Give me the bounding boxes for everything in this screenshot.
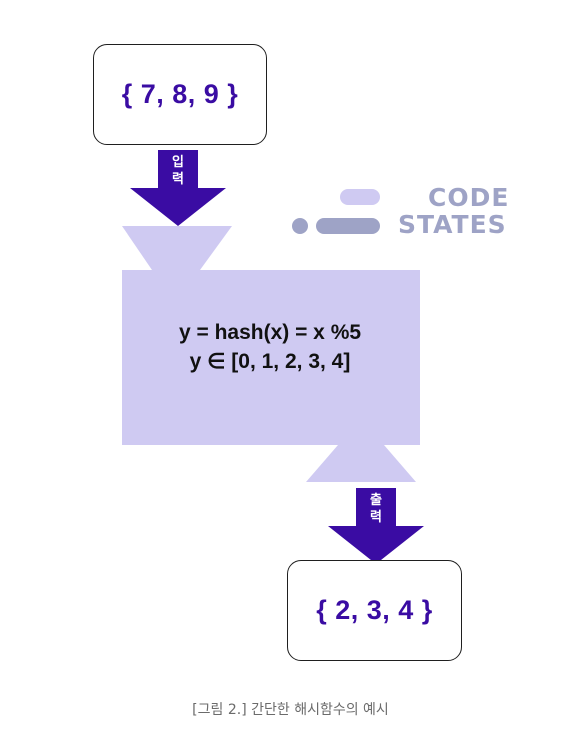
input-arrow-label: 입 력 [168,154,188,188]
input-arrow-label-text: 입 력 [172,155,184,187]
output-arrow-label-text: 출 력 [370,493,382,525]
logo-word-code: CODE [428,183,510,212]
logo-word-states: STATES [398,210,507,239]
output-arrow-icon [328,488,424,564]
figure-caption: [그림 2.] 간단한 해시함수의 예시 [192,702,389,718]
hash-function-diagram: { 7, 8, 9 } 입 력 y = hash(x) = x %5 y ∈ [… [93,44,518,661]
output-set-text: { 2, 3, 4 } [316,595,433,625]
input-arrow-icon [130,150,226,226]
codestates-logo: CODE STATES [288,185,518,241]
formula-line-2: y ∈ [0, 1, 2, 3, 4] [189,350,351,373]
formula-line-1: y = hash(x) = x %5 [178,321,362,344]
input-set-box: { 7, 8, 9 } [93,44,267,145]
output-arrow-label: 출 력 [366,492,386,526]
hash-machine-shape [122,226,420,482]
output-set-box: { 2, 3, 4 } [287,560,462,661]
logo-mark-icon [292,189,380,234]
input-set-text: { 7, 8, 9 } [121,79,239,109]
hash-formula: y = hash(x) = x %5 y ∈ [0, 1, 2, 3, 4] [122,318,418,376]
